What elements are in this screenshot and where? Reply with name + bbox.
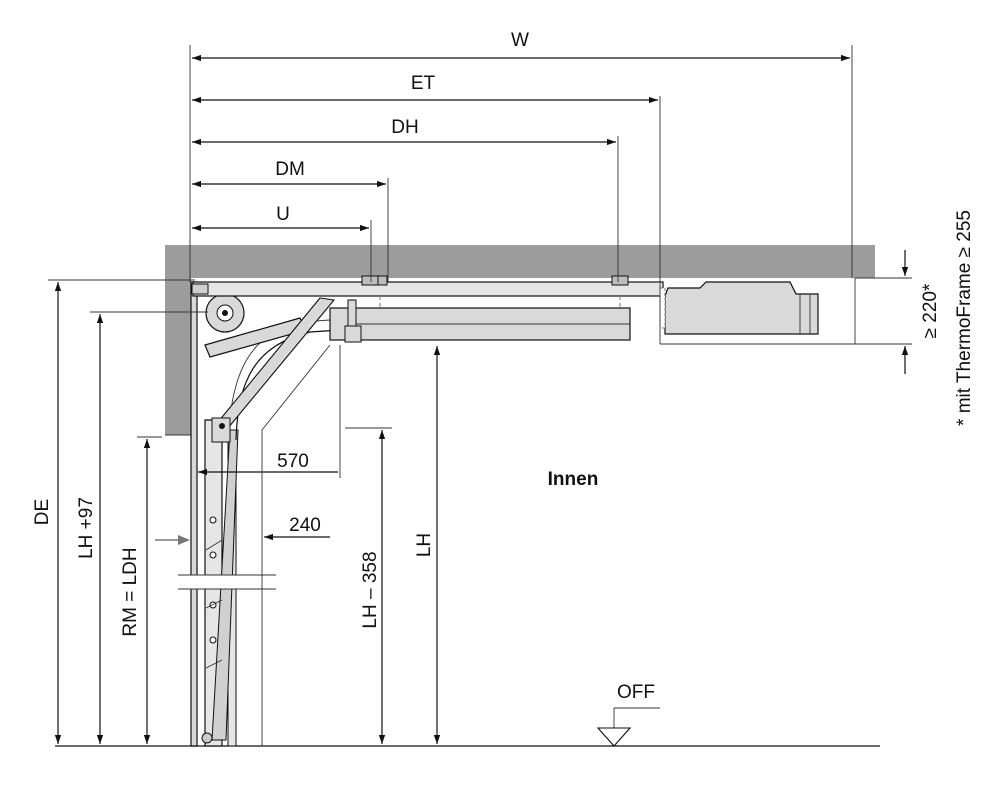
dim-lh97: LH +97	[76, 497, 97, 559]
floor-level-marker: OFF	[596, 682, 660, 747]
dim-dh: DH	[391, 117, 418, 138]
dim-w: W	[511, 30, 529, 51]
label-innen: Innen	[548, 469, 599, 490]
dim-lh: LH	[414, 533, 435, 557]
top-dimensions: W ET DH DM U	[189, 30, 853, 282]
dim-570: 570	[277, 451, 309, 472]
spring-roller	[204, 293, 307, 358]
dim-dm: DM	[275, 159, 305, 180]
operator-motor	[659, 281, 819, 335]
dim-lh358: LH – 358	[360, 551, 381, 628]
clearance-box	[659, 96, 875, 345]
right-dimensions: ≥ 220* * mit ThermoFrame ≥ 255	[855, 210, 975, 426]
left-dimensions: DE LH +97 RM = LDH	[32, 279, 208, 744]
footnote-thermoframe: * mit ThermoFrame ≥ 255	[954, 210, 975, 426]
inner-dimensions: 570 240 LH – 358 LH	[198, 345, 441, 746]
dim-u: U	[276, 204, 290, 225]
label-off: OFF	[617, 682, 655, 703]
horizontal-rail	[191, 275, 664, 341]
ceiling-wall	[165, 245, 875, 436]
dim-rm: RM = LDH	[120, 547, 141, 636]
dim-de: DE	[32, 499, 53, 525]
dim-220: ≥ 220*	[920, 283, 941, 338]
dim-et: ET	[411, 73, 436, 94]
lift-arm	[211, 297, 362, 443]
dim-240: 240	[289, 515, 321, 536]
